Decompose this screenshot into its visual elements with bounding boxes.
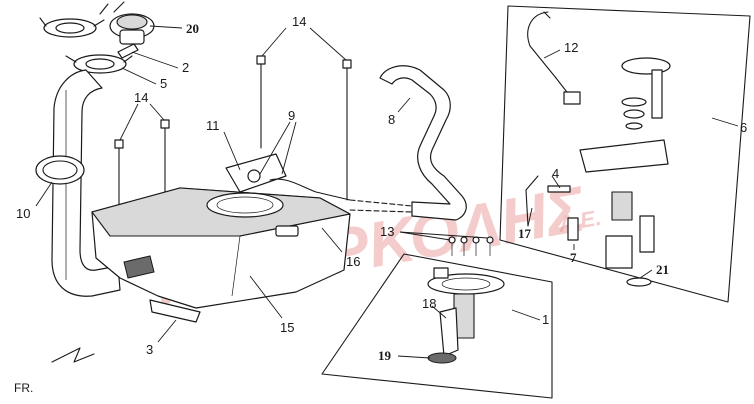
pump-screws-13: [448, 236, 494, 256]
callout-6: 6: [740, 120, 747, 135]
filler-neck-flange-inner: [85, 58, 115, 70]
fuel-tank-seam: [231, 235, 241, 297]
bolt-head: [160, 119, 170, 129]
pump-opening-inner: [216, 196, 274, 214]
callout-9: 9: [288, 108, 295, 123]
filler-hose-body: [51, 69, 121, 297]
hose-clamp-inner: [42, 160, 78, 180]
callout-15: 15: [280, 320, 294, 335]
tank-bottom-flange: [149, 299, 201, 323]
callout-20: 20: [186, 21, 199, 36]
sender-stem: [651, 69, 663, 119]
callout-1: 1: [542, 312, 549, 327]
vent-valve: [247, 169, 261, 183]
callout-12: 12: [564, 40, 578, 55]
callout-10: 10: [16, 206, 30, 221]
callout-18: 18: [422, 296, 436, 311]
breather-hose-body: [379, 65, 467, 221]
pump-strainer-19: [427, 352, 457, 364]
callout-14-left: 14: [134, 90, 148, 105]
sender-washer: [623, 109, 645, 119]
callout-21: 21: [656, 262, 669, 277]
pump-connector: [433, 267, 449, 279]
sender-washer: [621, 97, 647, 107]
filler-cap-top: [116, 14, 148, 30]
callout-2: 2: [182, 60, 189, 75]
fuel-pump-assembly: [321, 236, 553, 399]
pump-filter-18: [439, 307, 459, 357]
clamp-screw: [117, 43, 139, 59]
vent-hose: [269, 178, 351, 201]
callout-19: 19: [378, 348, 392, 363]
bolt-head: [114, 139, 124, 149]
filler-cap-assembly: [39, 1, 155, 74]
callout-7: 7: [570, 250, 577, 265]
cap-ring-tabs: [39, 17, 105, 27]
callout-4: 4: [552, 166, 559, 181]
fuel-tank: [91, 153, 351, 323]
sender-canister: [605, 235, 633, 269]
cap-ring-inner: [55, 22, 85, 34]
callout-13: 13: [380, 224, 394, 239]
pump-opening: [206, 192, 284, 218]
leader-lines: [35, 25, 739, 359]
bolt-head: [256, 55, 266, 65]
sender-plug: [563, 91, 581, 105]
front-label: FR.: [14, 381, 33, 395]
fuse-7: [567, 217, 579, 241]
sender-group-frame: [499, 5, 751, 303]
cap-strap: [99, 1, 125, 15]
breather-hose: [349, 65, 467, 221]
float-housing: [611, 191, 633, 221]
front-arrow: [51, 347, 95, 363]
pump-group-frame: [321, 253, 553, 399]
flange-tabs: [65, 55, 133, 63]
sender-washer: [625, 122, 643, 130]
seal-21: [626, 277, 652, 287]
callout-numbers: 20 2 5 14 14 10 11 9 8 12 6 4 17 7 21 13…: [16, 14, 747, 363]
hose-connection-dashed: [349, 199, 413, 213]
sender-hose-17: [525, 175, 539, 227]
sender-wire-tip: [543, 11, 551, 19]
sender-unit-assembly: [499, 5, 751, 303]
callout-17: 17: [518, 226, 532, 241]
callout-11: 11: [206, 118, 220, 133]
bolt-head: [342, 59, 352, 69]
pump-flange-inner: [441, 277, 491, 291]
level-sensor: [639, 215, 655, 253]
callout-5: 5: [160, 76, 167, 91]
sender-cap: [621, 57, 671, 75]
sender-wire-12: [527, 11, 571, 97]
front-direction-indicator: FR.: [14, 347, 95, 395]
filler-cap-body: [119, 29, 145, 45]
sender-bracket: [579, 139, 669, 173]
callout-14-top: 14: [292, 14, 306, 29]
tank-mount-rubber: [123, 255, 155, 279]
hose-clamp: [35, 155, 85, 185]
tank-clip: [275, 225, 299, 237]
callout-8: 8: [388, 112, 395, 127]
callout-16: 16: [346, 254, 360, 269]
filler-hose: [35, 69, 121, 297]
callout-3: 3: [146, 342, 153, 357]
